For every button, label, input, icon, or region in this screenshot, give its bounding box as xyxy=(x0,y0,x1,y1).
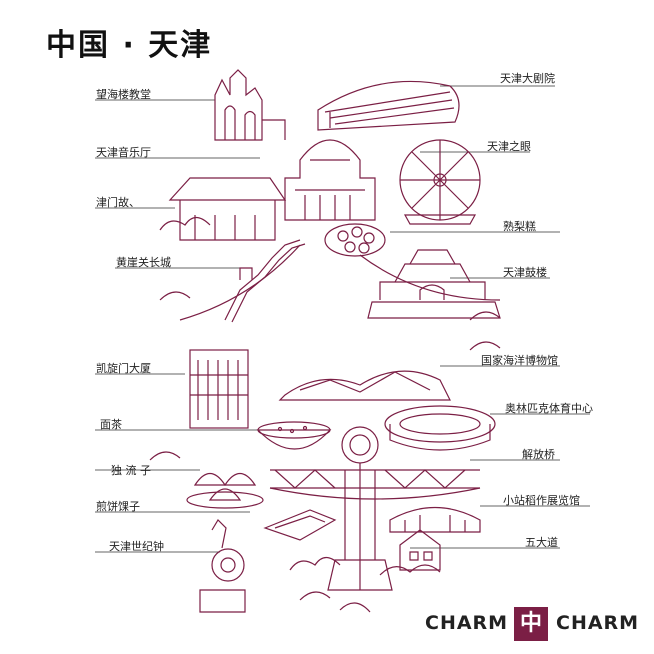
label-duliuzi: 独 流 子 xyxy=(111,464,151,477)
label-jianbing: 煎饼馃子 xyxy=(96,500,140,513)
label-kaixuanmen: 凯旋门大厦 xyxy=(96,362,151,375)
label-miancha: 面茶 xyxy=(100,418,122,431)
page-title: 中国 · 天津 xyxy=(46,28,213,63)
label-jinmen: 津门故、 xyxy=(96,196,140,209)
label-olympic-center: 奥林匹克体育中心 xyxy=(505,402,593,415)
label-tianjin-eye: 天津之眼 xyxy=(487,140,531,153)
brand-right-text: CHARM xyxy=(556,612,640,634)
label-liberation-bridge: 解放桥 xyxy=(522,448,555,461)
label-maritime-museum: 国家海洋博物馆 xyxy=(481,354,558,367)
label-grand-theatre: 天津大剧院 xyxy=(500,72,555,85)
label-huangyaguan: 黄崖关长城 xyxy=(116,256,171,269)
label-drum-tower: 天津鼓楼 xyxy=(503,266,547,279)
label-century-clock: 天津世纪钟 xyxy=(109,540,164,553)
label-xiaozhan: 小站稻作展览馆 xyxy=(503,494,580,507)
brand-left-text: CHARM xyxy=(425,612,509,634)
label-concert-hall: 天津音乐厅 xyxy=(96,146,151,159)
label-shuligao: 熟梨糕 xyxy=(503,220,536,233)
label-wudadao: 五大道 xyxy=(525,536,558,549)
label-wanghailou: 望海楼教堂 xyxy=(96,88,151,101)
brand-logo-badge: 中 xyxy=(514,607,548,641)
